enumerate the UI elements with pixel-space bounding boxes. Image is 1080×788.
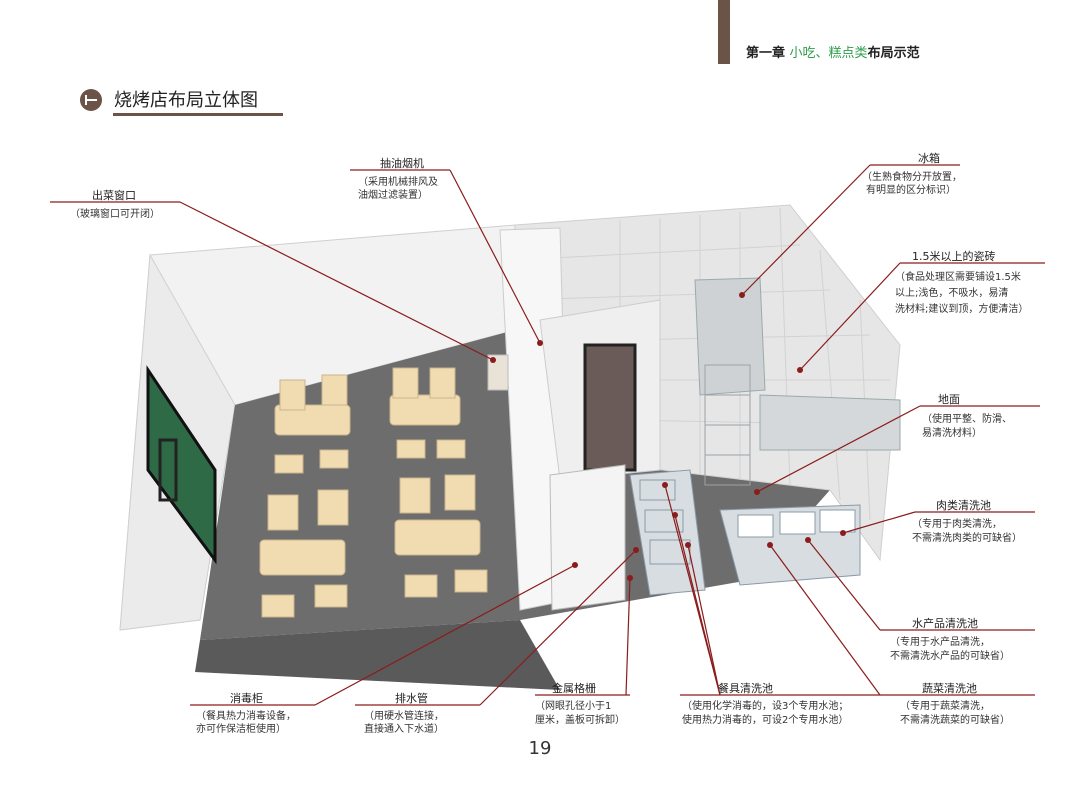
label-veg-sink-desc2: 不需清洗蔬菜的可缺省） xyxy=(900,715,1010,726)
label-grate-desc1: （网眼孔径小于1 xyxy=(535,701,612,712)
label-meat-sink-title: 肉类清洗池 xyxy=(936,499,991,512)
label-floor-desc1: （使用平整、防滑、 xyxy=(922,414,1012,425)
label-grate-desc2: 厘米，盖板可拆卸） xyxy=(535,715,625,726)
header-accent-bar xyxy=(718,0,730,64)
label-seafood-sink-title: 水产品清洗池 xyxy=(912,617,978,630)
label-grate-title: 金属格栅 xyxy=(552,682,596,695)
label-floor-title: 地面 xyxy=(938,393,960,406)
label-seafood-sink-desc1: （专用于水产品清洗， xyxy=(890,637,990,648)
label-sterilizer-desc2: 亦可作保洁柜使用） xyxy=(196,724,286,735)
label-veg-sink-title: 蔬菜清洗池 xyxy=(922,682,977,695)
label-fridge-desc2: 有明显的区分标识） xyxy=(866,185,956,196)
label-drain-title: 排水管 xyxy=(395,692,428,705)
label-serving-window-title: 出菜窗口 xyxy=(92,189,136,202)
label-dish-sink-desc2: 使用热力消毒的，可设2个专用水池） xyxy=(682,715,849,726)
section-title: 烧烤店布局立体图 xyxy=(114,90,258,111)
label-serving-window-desc: （玻璃窗口可开闭） xyxy=(70,209,160,220)
label-range-hood-title: 抽油烟机 xyxy=(380,157,424,170)
label-veg-sink-desc1: （专用于蔬菜清洗， xyxy=(900,701,990,712)
label-dish-sink-desc1: （使用化学消毒的，设3个专用水池； xyxy=(682,701,849,712)
label-tiles-desc1: （食品处理区需要铺设1.5米 xyxy=(895,272,1021,283)
label-sterilizer-title: 消毒柜 xyxy=(230,692,263,705)
label-fridge-title: 冰箱 xyxy=(918,152,940,165)
label-tiles-desc2: 以上;浅色，不吸水，易清 xyxy=(895,288,1009,299)
label-drain-desc2: 直接通入下水道） xyxy=(364,724,444,735)
label-dish-sink-title: 餐具清洗池 xyxy=(718,682,773,695)
label-range-hood-desc2: 油烟过滤装置） xyxy=(358,190,428,201)
label-drain-desc1: （用硬水管连接， xyxy=(364,711,444,722)
label-seafood-sink-desc2: 不需清洗水产品的可缺省） xyxy=(890,651,1010,662)
label-floor-desc2: 易清洗材料） xyxy=(922,428,982,439)
section-title-underline xyxy=(113,113,283,116)
label-sterilizer-desc1: （餐具热力消毒设备， xyxy=(196,711,296,722)
label-tiles-desc3: 洗材料;建议到顶，方便清洁） xyxy=(895,304,1029,315)
label-meat-sink-desc1: （专用于肉类清洗， xyxy=(912,519,1002,530)
label-fridge-desc1: （生熟食物分开放置， xyxy=(862,172,962,183)
page-number: 19 xyxy=(528,738,552,759)
chapter-heading: 第一章 小吃、糕点类布局示范 xyxy=(746,46,920,61)
label-range-hood-desc1: （采用机械排风及 xyxy=(358,177,438,188)
section-marker-icon xyxy=(80,89,102,111)
chapter-highlight: 小吃、糕点类 xyxy=(789,46,868,61)
label-tiles-title: 1.5米以上的瓷砖 xyxy=(912,250,996,263)
label-meat-sink-desc2: 不需清洗肉类的可缺省） xyxy=(912,533,1022,544)
